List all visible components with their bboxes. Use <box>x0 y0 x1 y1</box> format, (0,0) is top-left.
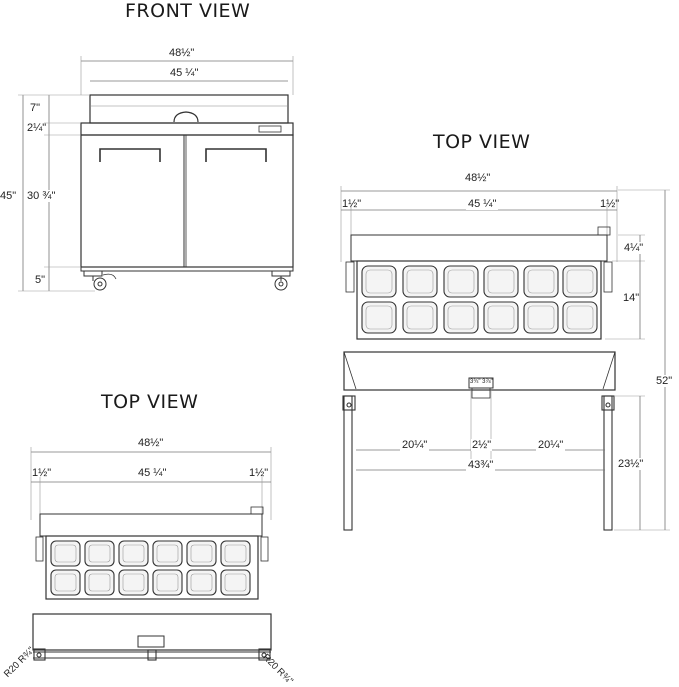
front-view-drawing <box>18 56 294 292</box>
front-height-total-label: 45" <box>0 190 17 202</box>
front-height-casters-label: 5" <box>35 274 46 286</box>
front-width-inner-label: 45 ¼" <box>168 67 201 79</box>
top-view-title-right: TOP VIEW <box>433 131 531 153</box>
topright-depth-pans-label: 14" <box>623 292 640 304</box>
top-view-title-left: TOP VIEW <box>101 391 199 413</box>
top-view-left-drawing <box>30 447 272 661</box>
topright-door-left-label: 20¼" <box>400 439 430 451</box>
topright-width-outer-label: 48½" <box>463 172 493 184</box>
topright-depth-total-label: 52" <box>656 375 673 387</box>
topright-side-left-label: 1½" <box>342 198 362 210</box>
topright-door-right-label: 20¼" <box>536 439 566 451</box>
topleft-width-inner-label: 45 ¼" <box>136 467 169 479</box>
topright-depth-rail-label: 4¼" <box>624 242 644 254</box>
front-height-body-label: 30 ¾" <box>27 190 56 202</box>
topright-width-inner-label: 45 ¼" <box>466 198 499 210</box>
front-height-lid-label: 7" <box>30 102 41 114</box>
topright-door-depth-label: 23½" <box>618 458 644 470</box>
front-view-title: FRONT VIEW <box>125 0 251 22</box>
topright-door-total-label: 43¾" <box>466 459 496 471</box>
topright-side-right-label: 1½" <box>600 198 620 210</box>
topright-door-center-label: 2½" <box>471 439 493 451</box>
topleft-side-left-label: 1½" <box>32 467 52 479</box>
front-width-outer-label: 48½" <box>167 47 197 59</box>
topleft-side-right-label: 1½" <box>249 467 269 479</box>
top-view-right-drawing <box>340 186 670 531</box>
topleft-width-outer-label: 48½" <box>136 437 166 449</box>
front-height-top-label: 2¼" <box>27 122 47 134</box>
topright-hinge-label: 3¾" 3⅞" <box>470 379 493 385</box>
